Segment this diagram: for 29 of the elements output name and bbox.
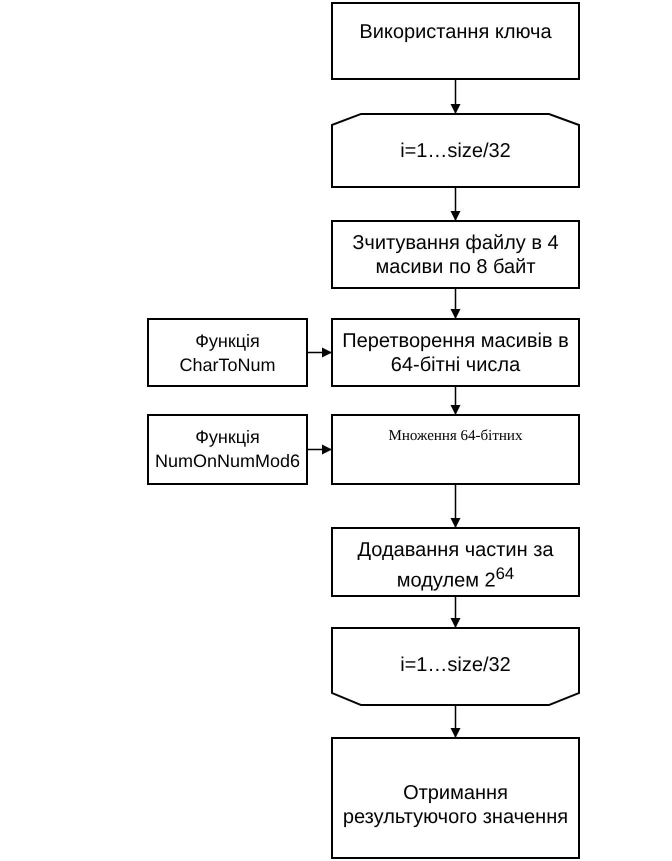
arrow — [450, 485, 460, 528]
node-label: Отримання результуючого значення — [342, 781, 570, 829]
arrow — [308, 348, 332, 358]
process-box — [331, 2, 580, 80]
node-label: i=1…size/32 — [399, 653, 512, 677]
arrow — [450, 188, 460, 221]
node-label: Множення 64-бітних — [388, 427, 524, 445]
arrow — [450, 706, 460, 738]
process-box — [147, 414, 308, 485]
process-box — [147, 318, 308, 387]
arrow — [450, 289, 460, 319]
process-box — [331, 737, 580, 859]
process-box — [331, 414, 580, 485]
process-box — [331, 527, 580, 597]
node-label: Зчитування файлу в 4 масиви по 8 байт — [351, 231, 560, 279]
process-box — [331, 220, 580, 289]
node-label: Функція CharToNum — [178, 330, 277, 377]
arrow — [450, 387, 460, 415]
node-label: Використання ключа — [358, 20, 553, 44]
loop-end-box — [331, 627, 580, 706]
node-label: Функція NumOnNumMod6 — [154, 426, 302, 473]
arrow — [450, 80, 460, 114]
arrow — [450, 597, 460, 628]
arrow — [308, 444, 332, 454]
node-label: i=1…size/32 — [399, 139, 512, 163]
node-label: Додавання частин за модулем 2$^{64}$ — [356, 538, 554, 593]
process-box — [331, 318, 580, 387]
node-label: Перетворення масивів в 64-бітні числа — [341, 329, 570, 377]
loop-start-box — [331, 113, 580, 188]
